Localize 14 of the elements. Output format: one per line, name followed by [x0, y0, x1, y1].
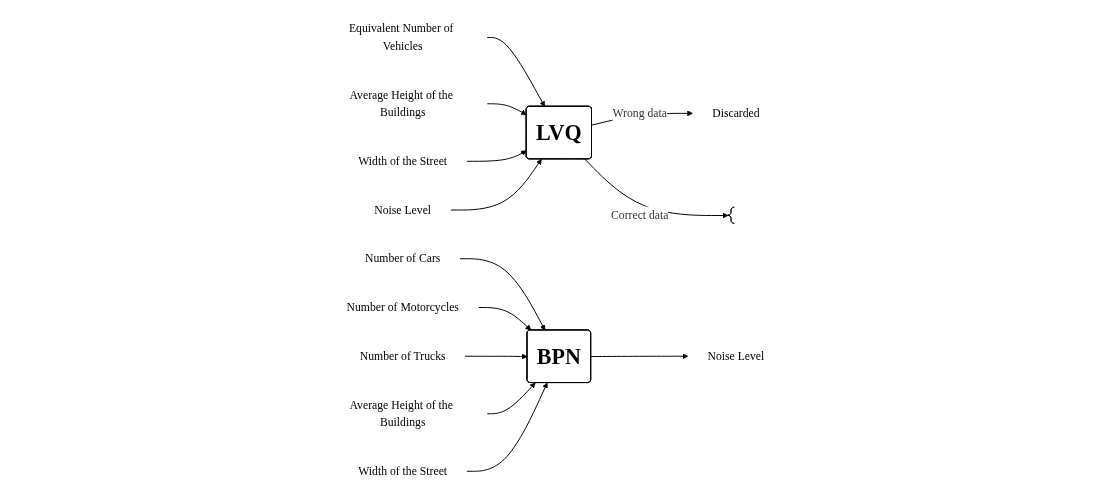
- node-text: Average Height of the Buildings: [349, 398, 453, 429]
- node-brace: [727, 206, 735, 224]
- node-text: Number of Motorcycles: [346, 300, 459, 314]
- edge-label: Correct data: [610, 208, 669, 222]
- node-text: Average Height of the Buildings: [349, 88, 453, 119]
- edge-label: Wrong data: [612, 106, 667, 120]
- node-text: Noise Level: [707, 349, 765, 363]
- node-text: Width of the Street: [358, 464, 448, 478]
- node-text: Number of Trucks: [359, 349, 446, 363]
- node-text: Noise Level: [374, 203, 432, 217]
- node-text: Width of the Street: [358, 154, 448, 168]
- node-text: Number of Cars: [364, 251, 441, 265]
- node-text: Discarded: [712, 106, 760, 120]
- node-text: Equivalent Number of Vehicles: [348, 21, 454, 53]
